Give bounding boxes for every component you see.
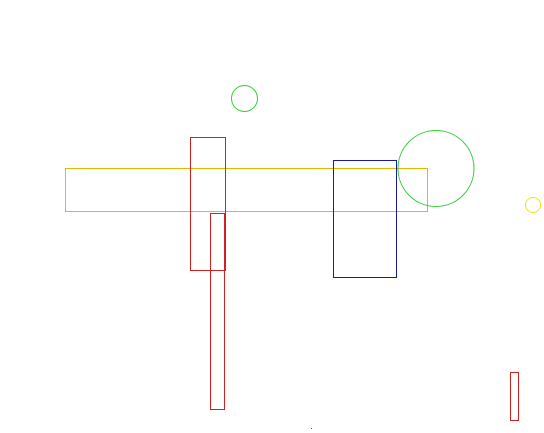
green-small-circle	[231, 85, 258, 112]
blue-rectangle	[333, 160, 397, 278]
green-large-circle	[397, 130, 475, 207]
yellow-wide-rectangle	[65, 168, 428, 212]
red-small-bottom-right-rectangle	[510, 372, 519, 421]
red-upper-rectangle	[190, 137, 226, 271]
red-tall-narrow-rectangle	[210, 213, 225, 410]
yellow-small-circle	[525, 197, 541, 213]
red-tiny-dot	[311, 428, 312, 429]
